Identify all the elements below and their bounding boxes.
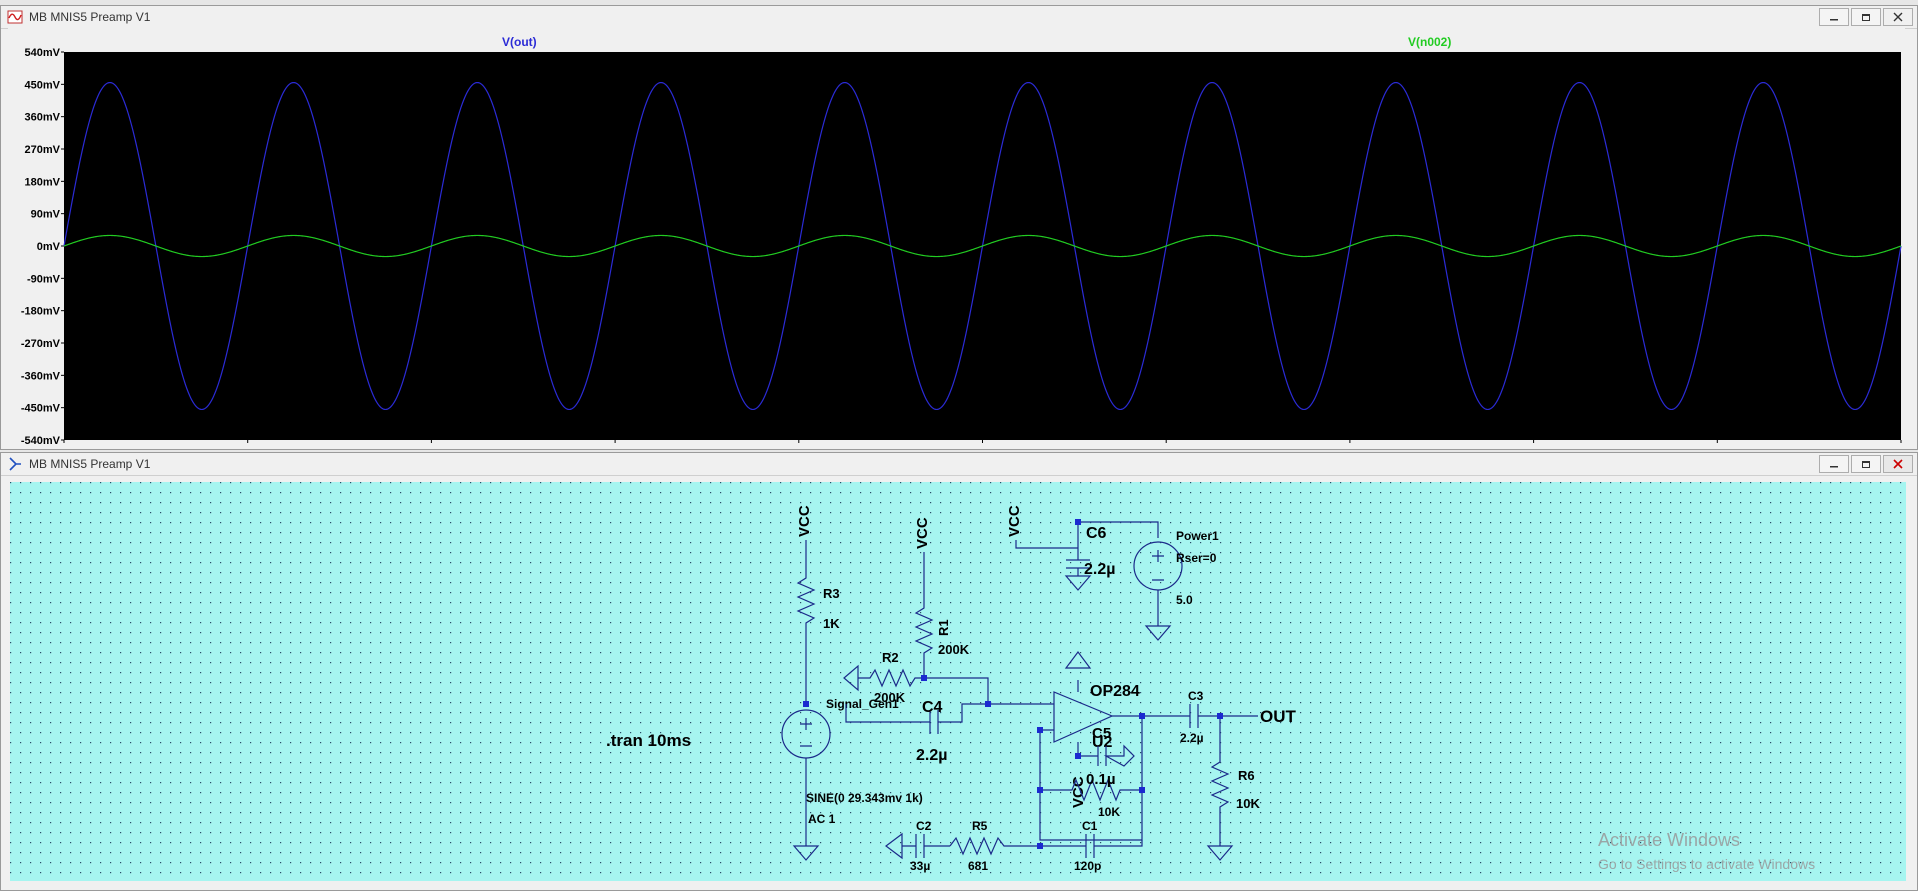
capacitor-c1[interactable]: C1 120p xyxy=(1040,819,1143,873)
power1-label: Power1 xyxy=(1176,529,1219,543)
r5-label: R5 xyxy=(972,819,988,833)
resistor-r2[interactable]: R2 200K xyxy=(843,650,924,705)
capacitor-c3[interactable]: C3 2.2µ xyxy=(1142,689,1258,745)
c2-label: C2 xyxy=(916,819,932,833)
y-tick-label: -90mV xyxy=(27,273,61,285)
r2-label: R2 xyxy=(882,650,899,665)
activation-watermark-text: Go to Settings to activate Windows xyxy=(1598,856,1816,872)
restore-button[interactable] xyxy=(1851,8,1881,26)
schematic-window-controls xyxy=(1819,455,1913,473)
close-button[interactable] xyxy=(1883,455,1913,473)
c1-value: 120p xyxy=(1074,859,1101,873)
legend-vout[interactable]: V(out) xyxy=(502,35,537,49)
close-icon xyxy=(1893,12,1903,22)
capacitor-c2[interactable]: C2 33µ xyxy=(885,819,950,873)
junctions xyxy=(803,519,1223,849)
y-tick-label: 180mV xyxy=(25,176,61,188)
capacitor-c6[interactable]: C6 2.2µ xyxy=(1015,521,1159,591)
minimize-button[interactable] xyxy=(1819,8,1849,26)
r5-value: 681 xyxy=(968,859,988,873)
y-tick-label: -270mV xyxy=(21,338,61,350)
r3-value: 1K xyxy=(823,616,840,631)
rser-label: Rser=0 xyxy=(1176,551,1217,565)
series-layer xyxy=(63,81,1902,411)
minimize-icon xyxy=(1830,466,1838,468)
y-tick-label: 540mV xyxy=(25,47,61,59)
schematic-grid[interactable] xyxy=(10,482,1906,881)
c3-value: 2.2µ xyxy=(1180,731,1204,745)
r4-value: 10K xyxy=(1098,805,1120,819)
y-tick-label: 90mV xyxy=(31,209,61,221)
r2-value: 200K xyxy=(874,690,906,705)
signal-source[interactable]: Signal_Gen1 SINE(0 29.343mv 1k) AC 1 xyxy=(781,697,923,861)
ac-spec: AC 1 xyxy=(808,812,836,826)
c4-label: C4 xyxy=(922,699,943,716)
y-tick-label: 450mV xyxy=(25,79,61,91)
y-tick-label: 0mV xyxy=(37,241,61,253)
signal-gen-label: Signal_Gen1 xyxy=(826,697,899,711)
vcc-label: VCC xyxy=(1070,776,1087,808)
y-tick-label: 270mV xyxy=(25,144,61,156)
close-button[interactable] xyxy=(1883,8,1913,26)
c6-label: C6 xyxy=(1086,525,1107,542)
vcc-label: VCC xyxy=(1006,505,1023,537)
waveform-plot[interactable]: 540mV 450mV 360mV 270mV 180mV 90mV 0mV -90mV -18… xyxy=(8,28,1905,444)
minimize-button[interactable] xyxy=(1819,455,1849,473)
r1-value: 200K xyxy=(938,642,970,657)
c3-label: C3 xyxy=(1188,689,1204,703)
close-icon xyxy=(1893,459,1903,469)
u2-label: U2 xyxy=(1092,734,1113,751)
restore-button[interactable] xyxy=(1851,455,1881,473)
power-source[interactable]: Power1 Rser=0 5.0 xyxy=(1133,529,1219,641)
y-tick-label: -360mV xyxy=(21,370,61,382)
minimize-icon xyxy=(1830,19,1838,21)
sine-spec: SINE(0 29.343mv 1k) xyxy=(806,791,923,805)
r3-label: R3 xyxy=(823,586,840,601)
restore-icon xyxy=(1862,461,1870,468)
power-value: 5.0 xyxy=(1176,593,1193,607)
c4-value: 2.2µ xyxy=(916,747,947,764)
tran-directive[interactable]: .tran 10ms xyxy=(606,731,691,750)
y-tick-label: -540mV xyxy=(21,435,61,444)
x-axis: 0ms1ms2ms3ms4ms5ms6ms7ms8ms9ms10ms xyxy=(63,440,1902,443)
opamp-label: OP284 xyxy=(1090,683,1140,700)
y-tick-label: -450mV xyxy=(21,403,61,415)
c5-value: 0.1µ xyxy=(1086,771,1116,788)
y-tick-label: 360mV xyxy=(25,112,61,124)
c6-value: 2.2µ xyxy=(1084,561,1115,578)
y-tick-label: -180mV xyxy=(21,306,61,318)
waveform-icon xyxy=(7,10,23,24)
resistor-r5[interactable]: R5 681 xyxy=(949,819,1040,873)
y-axis: 540mV 450mV 360mV 270mV 180mV 90mV 0mV -90mV -18… xyxy=(21,47,64,444)
resistor-r6[interactable]: R6 10K xyxy=(1206,716,1260,861)
r6-value: 10K xyxy=(1236,796,1260,811)
c5-label: C5 xyxy=(1092,725,1111,742)
resistor-r3[interactable]: R3 1K xyxy=(796,540,840,704)
c2-value: 33µ xyxy=(910,859,930,873)
vcc-label: VCC xyxy=(796,505,813,537)
plot-window-controls xyxy=(1819,8,1913,26)
schematic-titlebar[interactable]: MB MNIS5 Preamp V1 xyxy=(1,453,1917,476)
series-line-vn002[interactable] xyxy=(63,234,1902,258)
activation-watermark-title: Activate Windows xyxy=(1598,830,1741,850)
r6-label: R6 xyxy=(1238,768,1255,783)
out-label[interactable]: OUT xyxy=(1260,707,1297,726)
restore-icon xyxy=(1862,14,1870,21)
vcc-label: VCC xyxy=(914,517,931,549)
schematic-canvas[interactable]: VCC VCC VCC VCC R3 1K R1 200K R2 200K xyxy=(10,482,1906,881)
opamp-u2[interactable]: OP284 U2 xyxy=(1053,651,1140,756)
schematic-icon xyxy=(9,457,21,471)
plot-window-title: MB MNIS5 Preamp V1 xyxy=(29,10,151,24)
schematic-window-title: MB MNIS5 Preamp V1 xyxy=(29,457,151,471)
capacitor-c4[interactable]: C4 2.2µ xyxy=(845,699,988,764)
r1-label: R1 xyxy=(936,619,951,636)
plot-titlebar[interactable]: MB MNIS5 Preamp V1 xyxy=(1,6,1917,29)
c1-label: C1 xyxy=(1082,819,1098,833)
legend-vn002[interactable]: V(n002) xyxy=(1408,35,1451,49)
capacitor-c5[interactable]: C5 0.1µ xyxy=(1078,725,1135,788)
resistor-r1[interactable]: R1 200K xyxy=(914,552,989,704)
